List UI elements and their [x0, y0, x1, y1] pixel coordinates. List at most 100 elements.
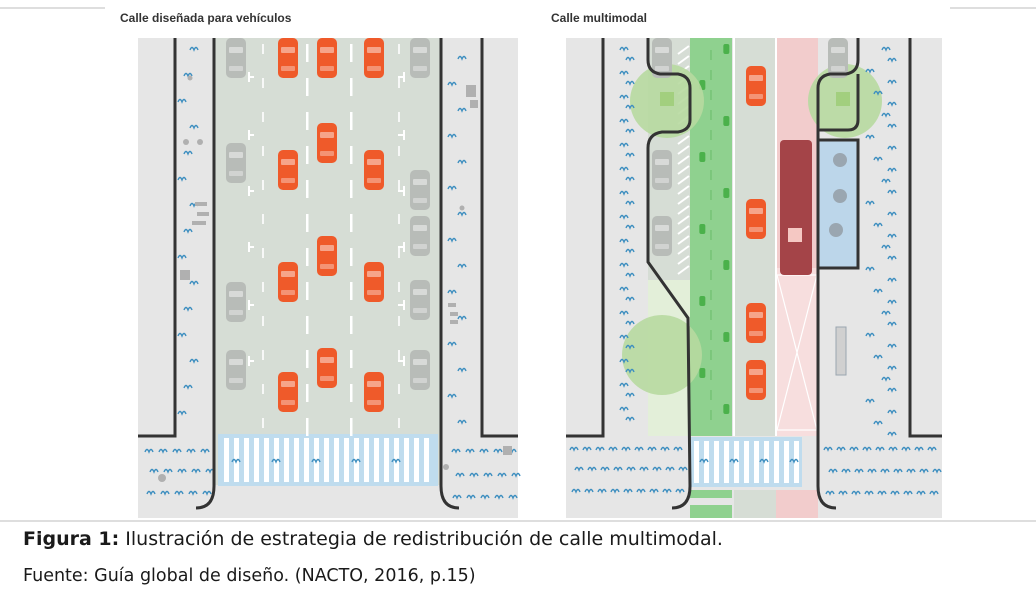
- car-body: [746, 360, 766, 400]
- plant-tuft: [623, 488, 633, 494]
- left-plants: [144, 46, 521, 500]
- left-post: [459, 205, 465, 211]
- car-rear-window: [413, 378, 427, 383]
- left-curb-east: [480, 38, 518, 438]
- plant-tuft: [183, 384, 193, 390]
- right-crosswalk-stripes: [694, 441, 799, 483]
- car-rear-window: [367, 400, 381, 405]
- plant-tuft: [887, 189, 897, 195]
- left-curb-west: [138, 38, 177, 438]
- passenger: [833, 189, 847, 203]
- plant-tuft: [881, 112, 891, 118]
- lane-dash: [262, 316, 264, 326]
- car-windshield: [749, 312, 763, 318]
- left-panel-title: Calle diseñada para vehículos: [120, 11, 292, 25]
- left-curb-road-west: [195, 38, 216, 510]
- crosswalk-stripe: [774, 441, 779, 483]
- car: [317, 348, 337, 388]
- plant-tuft: [231, 458, 241, 464]
- plant-tuft: [625, 392, 635, 398]
- parking-tick: [398, 304, 404, 306]
- car-rear-window: [655, 244, 669, 249]
- plant-tuft: [595, 446, 605, 452]
- plant-tuft: [183, 72, 193, 78]
- lane-dash: [350, 214, 353, 232]
- car-windshield: [281, 159, 295, 165]
- plant-tuft: [447, 341, 457, 347]
- lane-dash: [350, 180, 353, 198]
- car-body: [278, 38, 298, 78]
- parking-tick: [398, 134, 404, 136]
- bike-marker: [723, 116, 730, 126]
- plant-tuft: [625, 200, 635, 206]
- plant-tuft: [919, 468, 929, 474]
- car: [410, 280, 430, 320]
- crosswalk-stripe: [294, 438, 299, 482]
- lane-dash: [398, 44, 400, 54]
- right-bike-stub: [690, 490, 732, 498]
- car-body: [652, 38, 672, 78]
- left-furniture-box: [470, 100, 478, 108]
- car-body: [410, 38, 430, 78]
- car-windshield: [413, 289, 427, 295]
- left-post: [183, 139, 189, 145]
- left-cross-sidewalk: [138, 485, 518, 518]
- right-tree: [622, 315, 702, 395]
- lane-dash: [350, 384, 353, 402]
- plant-tuft: [729, 458, 739, 464]
- right-plants: [569, 46, 942, 496]
- plant-tuft: [838, 490, 848, 496]
- lane-dash: [398, 112, 400, 122]
- car-body: [746, 66, 766, 106]
- crosswalk-stripe: [304, 438, 309, 482]
- car-rear-window: [413, 244, 427, 249]
- lane-dash: [398, 282, 400, 292]
- plant-tuft: [873, 222, 883, 228]
- bike-marker: [723, 188, 730, 198]
- plant-tuft: [678, 466, 688, 472]
- plant-tuft: [619, 238, 629, 244]
- crosswalk-stripe: [424, 438, 429, 482]
- crosswalk-stripe: [694, 441, 699, 483]
- lane-dash: [398, 214, 400, 224]
- car: [364, 372, 384, 412]
- plant-tuft: [189, 280, 199, 286]
- car-body: [226, 282, 246, 322]
- plant-tuft: [929, 490, 939, 496]
- car: [278, 38, 298, 78]
- car-rear-window: [281, 290, 295, 295]
- bike-marker: [723, 404, 730, 414]
- plant-tuft: [191, 468, 201, 474]
- lane-dash: [262, 112, 264, 122]
- plant-tuft: [457, 55, 467, 61]
- car-body: [317, 348, 337, 388]
- car-windshield: [367, 159, 381, 165]
- hatch-line: [677, 255, 690, 265]
- left-bench: [197, 212, 209, 216]
- plant-tuft: [862, 446, 872, 452]
- car: [410, 38, 430, 78]
- plant-tuft: [457, 211, 467, 217]
- plant-tuft: [887, 167, 897, 173]
- car-windshield: [367, 381, 381, 387]
- car: [364, 262, 384, 302]
- crosswalk-stripe: [254, 438, 259, 482]
- left-furniture-box: [466, 85, 476, 97]
- parking-tick: [248, 190, 254, 192]
- left-furniture-box: [180, 270, 190, 280]
- hatch-line: [677, 235, 690, 245]
- lane-dash: [262, 180, 264, 190]
- car: [364, 150, 384, 190]
- right-cars: [652, 38, 848, 400]
- right-curb-west: [566, 38, 605, 438]
- plant-tuft: [873, 420, 883, 426]
- plant-tuft: [881, 310, 891, 316]
- lane-dash: [306, 384, 309, 402]
- plant-tuft: [916, 490, 926, 496]
- car-windshield: [320, 357, 334, 363]
- left-post: [443, 464, 449, 470]
- car-rear-window: [281, 178, 295, 183]
- plant-tuft: [865, 266, 875, 272]
- car-body: [364, 262, 384, 302]
